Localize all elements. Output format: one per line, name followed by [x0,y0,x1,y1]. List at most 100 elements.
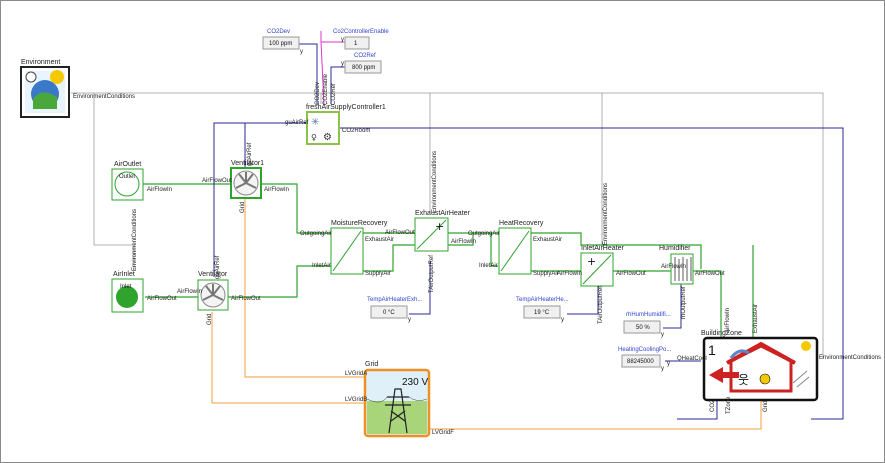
temp-heater-title: TempAirHeaterHe... [516,297,569,303]
eh-port-tref: TAirOutputRef [429,255,435,293]
grid-title: Grid [365,361,378,368]
co2dev-source[interactable]: CO2Dev 100 ppm y [262,29,303,55]
moisture-recovery-block[interactable]: MoistureRecovery OutgoingAir ExhaustAir … [300,220,394,277]
exhaust-heater-block[interactable]: ExhaustAirHeater + AirFlowOut AirFlowIn … [385,151,476,293]
fan-small-icon: ✳ [311,117,319,128]
air-inlet-block[interactable]: AirInlet Inlet AirFlowOut EnvironmentCon… [111,209,177,313]
temp-exhaust-source[interactable]: TempAirHeaterExh... 0 °C y [367,297,423,323]
exhaust-heater-title: ExhaustAirHeater [415,210,471,217]
environment-wires [71,92,824,358]
ventilator1-title: Ventilator1 [231,160,264,167]
temp-exhaust-value: 0 °C [383,310,395,316]
temp-exhaust-title: TempAirHeaterExh... [367,297,423,303]
controller-port-guairref: guAirRef [285,120,309,126]
eh-port-in: AirFlowIn [451,239,476,245]
bz-port-airflowin: AirFlowIn [725,308,731,333]
sun-small-icon [801,341,811,351]
bz-port-qheatcool: QHeatCool [677,356,707,362]
hum-port-in: AirFlowIn [661,264,686,270]
bz-port-exhaustair: ExhaustAir [753,304,759,333]
air-outlet-inner-label: Outlet [119,174,135,180]
grid-voltage: 230 V [402,377,428,388]
co2ref-title: CO2Ref [354,53,376,59]
rh-humidifier-source[interactable]: rhHumHumidifi... 50 % y [623,312,671,338]
hr-port-inlet: InletAir [479,263,498,269]
heat-cool-source[interactable]: HeatingCoolingPo... 88245000 y [618,347,672,372]
svg-text:y: y [341,37,344,43]
bz-port-co2: CO2 [710,399,716,412]
air-inlet-title: AirInlet [113,271,135,278]
eh-port-env: EnvironmentConditions [432,151,438,213]
inlet-heater-title: InletAirHeater [581,245,624,252]
plus-icon: + [435,220,444,233]
humidifier-title: Humidifier [659,245,691,252]
rh-humidifier-value: 50 % [636,325,650,331]
controller-block[interactable]: freshAirSupplyController1 ✳ ⚙ ♀ CO2Dev C… [285,73,386,145]
ventilator-ctrl-port: guAirRef [215,255,221,279]
svg-text:y: y [561,317,564,323]
co2ref-source[interactable]: CO2Ref 800 ppm y [341,53,382,74]
clock-icon [25,71,37,83]
power-wires [211,197,762,430]
plus-icon: + [587,255,596,268]
svg-text:y: y [300,49,303,55]
svg-text:y: y [667,361,670,367]
grid-port-f: LVGridF [432,430,454,436]
temp-heater-value: 19 °C [534,310,550,316]
controller-title: freshAirSupplyController1 [306,104,386,111]
ih-port-out: AirFlowOut [616,271,646,277]
heat-cool-title: HeatingCoolingPo... [618,347,672,353]
moisture-recovery-title: MoistureRecovery [331,220,388,227]
inlet-heater-block[interactable]: InletAirHeater + AirFlowIn AirFlowOut TA… [557,183,646,324]
environment-block[interactable]: Environment EnvironmentConditions [20,59,135,118]
co2enable-value: 1 [354,41,358,47]
hum-port-out: AirFlowOut [695,271,725,277]
chip-icon: ⚙ [323,132,332,143]
mr-port-outgoing: OutgoingAir [300,231,332,237]
svg-text:y: y [661,332,664,338]
ventilator1-out-port: AirFlowOut [202,178,232,184]
heat-recovery-title: HeatRecovery [499,220,544,227]
grid-port-a: LVGridA [345,371,367,377]
ventilator-block[interactable]: Ventilator AirFlowIn AirFlowOut guAirRef… [177,255,261,325]
svg-text:y: y [408,317,411,323]
ventilator1-block[interactable]: Ventilator1 AirFlowOut AirFlowIn guAirRe… [202,142,289,213]
ih-port-in: AirFlowIn [557,271,582,277]
heat-recovery-block[interactable]: HeatRecovery OutgoingAir ExhaustAir Inle… [468,220,562,277]
ventilator1-grid-port: Grid [240,202,246,213]
ih-port-env: EnvironmentConditions [603,183,609,245]
eh-port-out: AirFlowOut [385,230,415,236]
air-outlet-block[interactable]: AirOutlet Outlet AirFlowIn [111,161,172,201]
co2ref-value: 800 ppm [352,65,375,71]
ventilator1-in-port: AirFlowIn [264,187,289,193]
building-zone-title: BuildingZone [701,330,742,337]
hr-port-outgoing: OutgoingAir [468,231,500,237]
co2enable-source[interactable]: Co2ControllerEnable 1 y [333,29,389,50]
ventilator-in-port: AirFlowIn [177,289,202,295]
bz-port-grid: Grid [763,401,769,412]
environment-port-label: EnvironmentConditions [73,94,135,100]
temp-heater-source[interactable]: TempAirHeaterHe... 19 °C y [516,297,569,323]
mr-port-exhaust: ExhaustAir [365,237,394,243]
mr-port-inlet: InletAir [312,263,331,269]
grid-block[interactable]: Grid 230 V LVGridA LVGridB LVGridF [345,361,454,438]
grid-port-b: LVGridB [345,397,367,403]
hum-port-rhref: rhOutputRef [681,286,687,319]
svg-text:y: y [341,61,344,67]
humidifier-block[interactable]: Humidifier AirFlowIn AirFlowOut rhOutput… [659,245,725,319]
svg-text:y: y [661,366,664,372]
controller-port-enable: CO2Enable [323,73,329,105]
humidity-icon [674,257,692,281]
sun-icon [50,70,64,84]
ventilator-title: Ventilator [198,271,228,278]
building-zone-block[interactable]: BuildingZone 1 웃 QHeatCool AirFlowIn Exh… [677,304,881,414]
co2enable-title: Co2ControllerEnable [333,29,389,35]
mr-port-supply: SupplyAir [365,271,391,277]
controller-port-co2ref: CO2Ref [331,83,337,105]
hr-port-supply: SupplyAir [533,271,559,277]
power-tower-icon [385,388,411,434]
ih-port-tref: TAirOutputRef [598,286,604,324]
ventilator1-ctrl-port: guAirRef [247,142,253,166]
